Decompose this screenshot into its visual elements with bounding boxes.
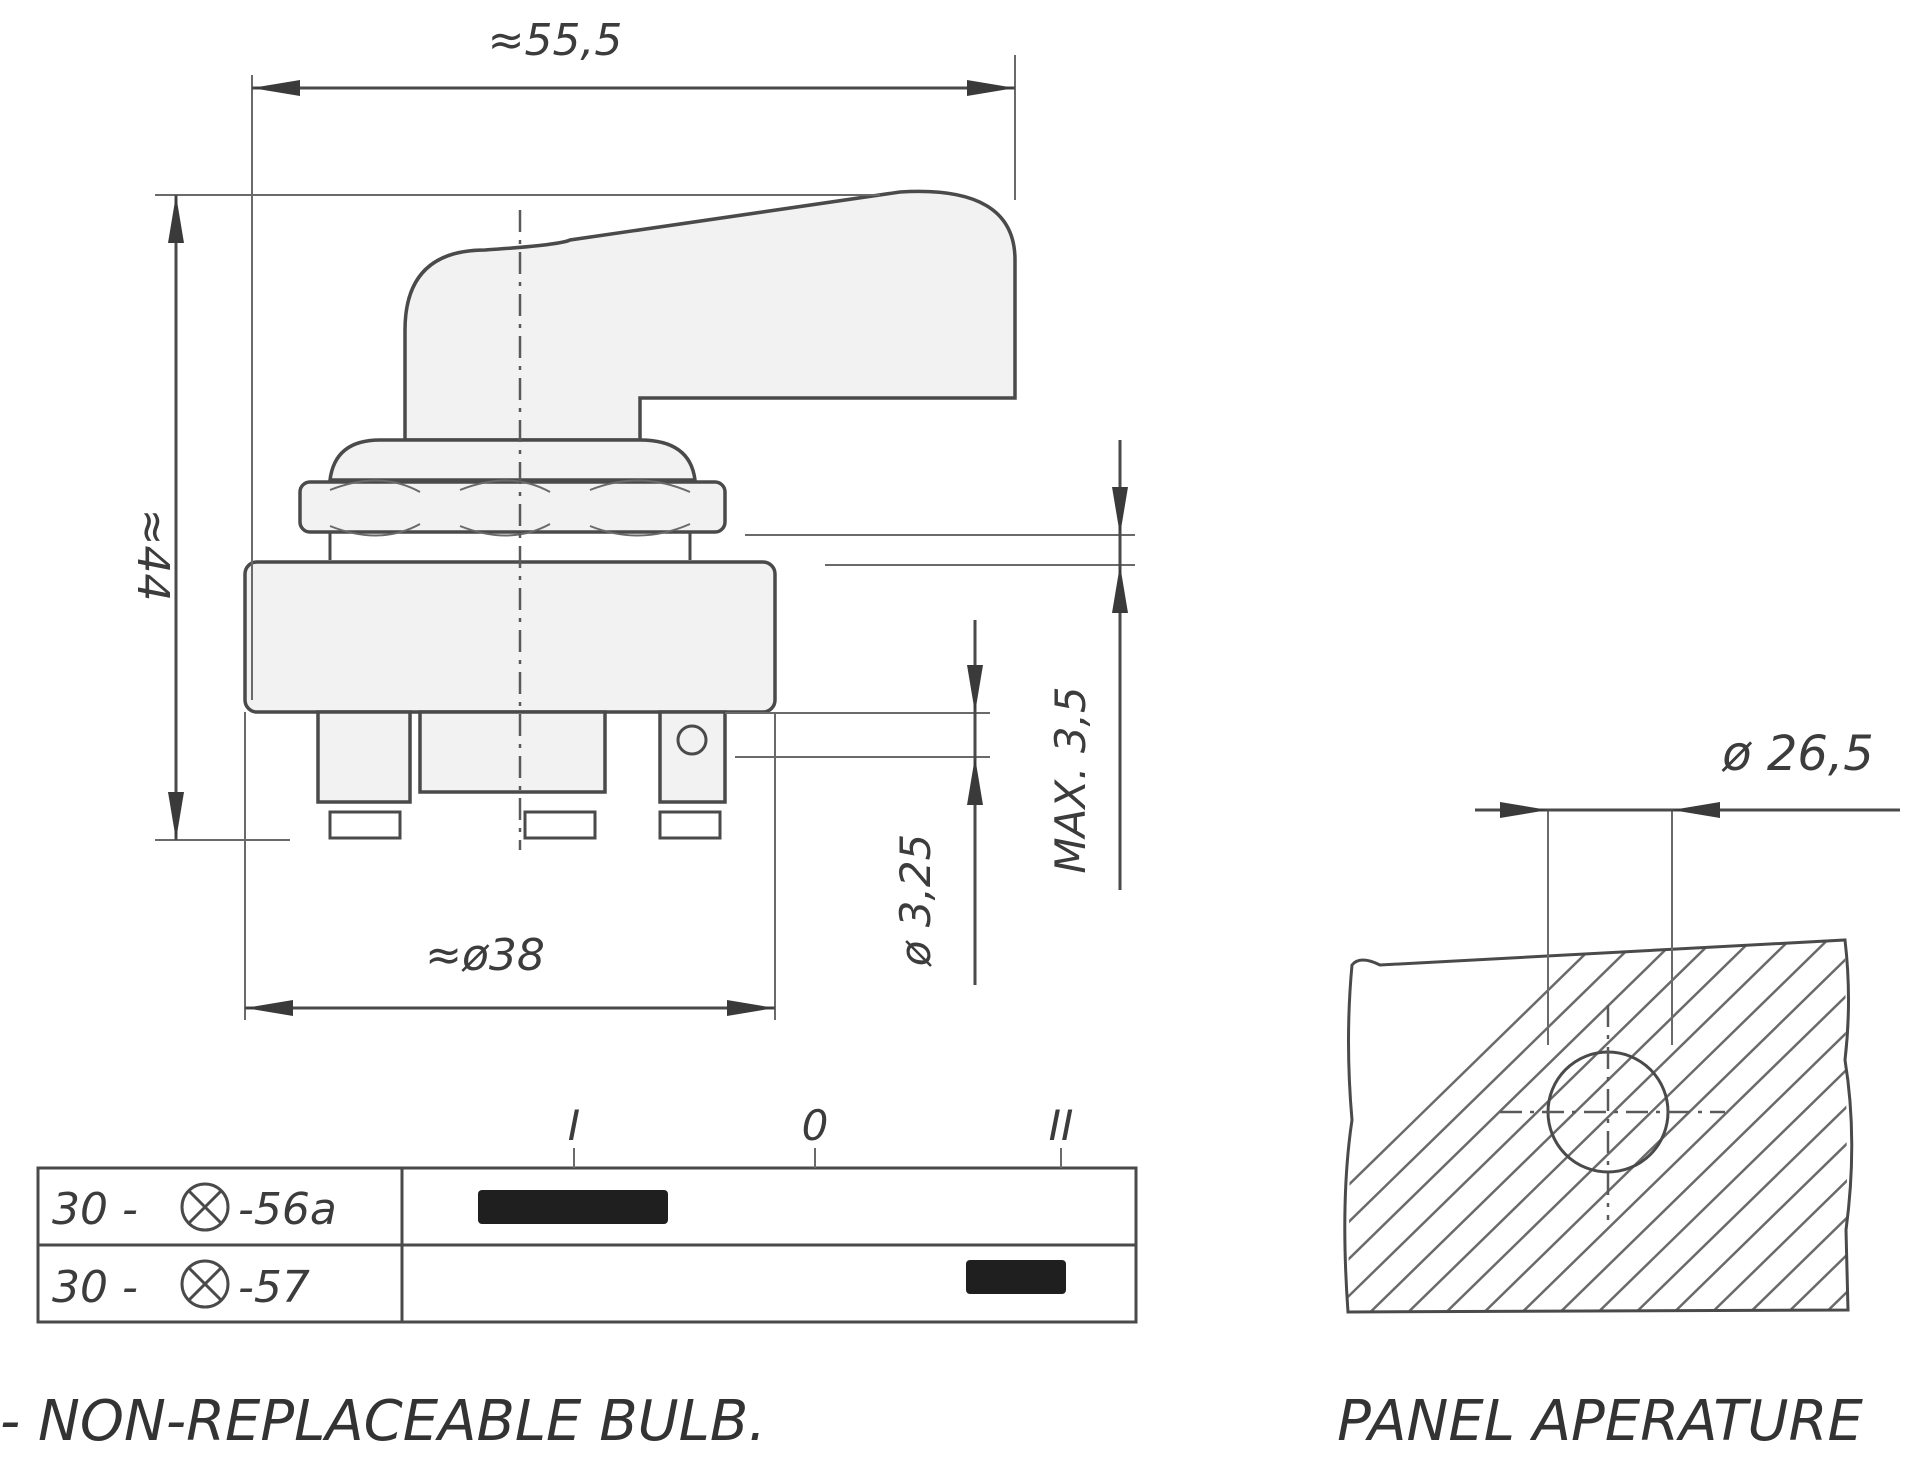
- row-2-prefix: 30 -: [52, 1262, 138, 1313]
- dimension-lines: [155, 55, 1135, 1020]
- lever-handle: [403, 189, 1017, 442]
- bulb-note: - NON-REPLACEABLE BULB.: [0, 1389, 766, 1454]
- switch-side-view: [243, 189, 1017, 850]
- hatch-line: [1693, 940, 1848, 1312]
- hatch-line: [1655, 940, 1848, 1312]
- lamp-cross-icon: [180, 1259, 230, 1309]
- position-label-0: 0: [802, 1101, 829, 1150]
- hatch-line: [1348, 940, 1621, 1312]
- switch-cap: [328, 438, 697, 482]
- hatch-line: [1731, 940, 1848, 1312]
- panel-aperture-title: PANEL APERATURE: [1337, 1389, 1863, 1454]
- hatch-line: [1503, 940, 1848, 1312]
- hatch-line: [1884, 920, 1920, 1330]
- terminals: [316, 710, 727, 840]
- dim-body-diameter: ≈ø38: [425, 930, 545, 981]
- dim-overall-width: ≈55,5: [488, 15, 623, 66]
- hex-nut: [298, 480, 727, 534]
- switch-position-table: [36, 1148, 1138, 1324]
- hatch-line: [1617, 940, 1848, 1312]
- position-label-ii: II: [1049, 1101, 1074, 1150]
- hatch-line: [1348, 940, 1659, 1312]
- dim-panel-hole: ø 26,5: [1721, 726, 1874, 782]
- hatch-line: [1427, 940, 1848, 1312]
- hatch-line: [1348, 940, 1697, 1312]
- panel-aperture-drawing: [1343, 802, 1920, 1330]
- row-2-suffix: -57: [238, 1262, 310, 1313]
- contact-bar-row-1: [478, 1190, 668, 1224]
- hatch-line: [1845, 940, 1848, 1312]
- hatch-line: [1351, 940, 1773, 1312]
- row-1-suffix: -56a: [238, 1184, 337, 1235]
- lamp-cross-icon: [180, 1182, 230, 1232]
- panel-hatching: [1348, 920, 1920, 1330]
- hatch-line: [1541, 940, 1848, 1312]
- dim-terminal-hole: ø 3,25: [891, 834, 940, 968]
- position-label-i: I: [568, 1101, 580, 1150]
- hatch-line: [1807, 940, 1848, 1312]
- contact-bar-row-2: [966, 1260, 1066, 1294]
- hatch-line: [1579, 940, 1848, 1312]
- hatch-line: [1348, 940, 1735, 1312]
- row-1-prefix: 30 -: [52, 1184, 138, 1235]
- dim-panel-thickness: MAX. 3,5: [1046, 686, 1095, 873]
- hatch-line: [1769, 940, 1848, 1312]
- hatch-line: [1389, 940, 1811, 1312]
- hatch-line: [1465, 940, 1848, 1312]
- switch-body: [243, 560, 777, 714]
- dim-overall-height: ≈44: [127, 509, 178, 602]
